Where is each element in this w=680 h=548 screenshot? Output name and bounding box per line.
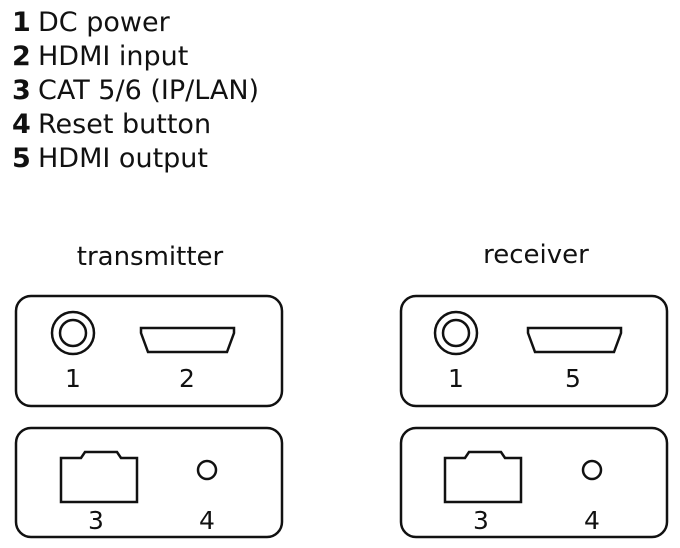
legend-text: CAT 5/6 (IP/LAN) [38,75,260,106]
transmitter-front-housing [14,294,284,408]
transmitter-rj45-port-icon [59,450,139,504]
receiver-port-label-1: 1 [448,364,464,393]
transmitter-reset-button-icon [196,459,218,481]
receiver-port-label-4: 4 [584,506,600,535]
receiver-port-label-3: 3 [473,506,489,535]
receiver-hdmi-port-icon [526,326,623,354]
transmitter-front-panel [14,294,284,408]
legend-number: 4 [12,109,31,140]
transmitter-port-label-4: 4 [199,506,215,535]
receiver-reset-button-icon [581,459,603,481]
receiver-rj45-port-icon [443,450,523,504]
legend-text: HDMI output [38,143,208,174]
receiver-dc-power-jack-icon [433,310,479,356]
receiver-front-housing [399,294,669,408]
transmitter-back-housing [14,426,284,539]
transmitter-port-label-1: 1 [65,364,81,393]
transmitter-title: transmitter [76,242,224,272]
transmitter-port-label-3: 3 [88,506,104,535]
legend-text: Reset button [38,109,212,140]
legend-text: HDMI input [38,41,189,72]
legend-number: 3 [12,75,31,106]
receiver-back-panel [399,426,669,539]
transmitter-port-label-2: 2 [179,364,195,393]
receiver-port-label-5: 5 [565,364,581,393]
receiver-title: receiver [483,240,589,270]
receiver-back-housing [399,426,669,539]
receiver-front-panel [399,294,669,408]
legend-number: 5 [12,143,31,174]
transmitter-dc-power-jack-icon [50,310,96,356]
transmitter-back-panel [14,426,284,539]
legend-number: 2 [12,41,31,72]
legend-text: DC power [38,7,170,38]
legend-number: 1 [12,7,31,38]
transmitter-hdmi-port-icon [139,326,236,354]
